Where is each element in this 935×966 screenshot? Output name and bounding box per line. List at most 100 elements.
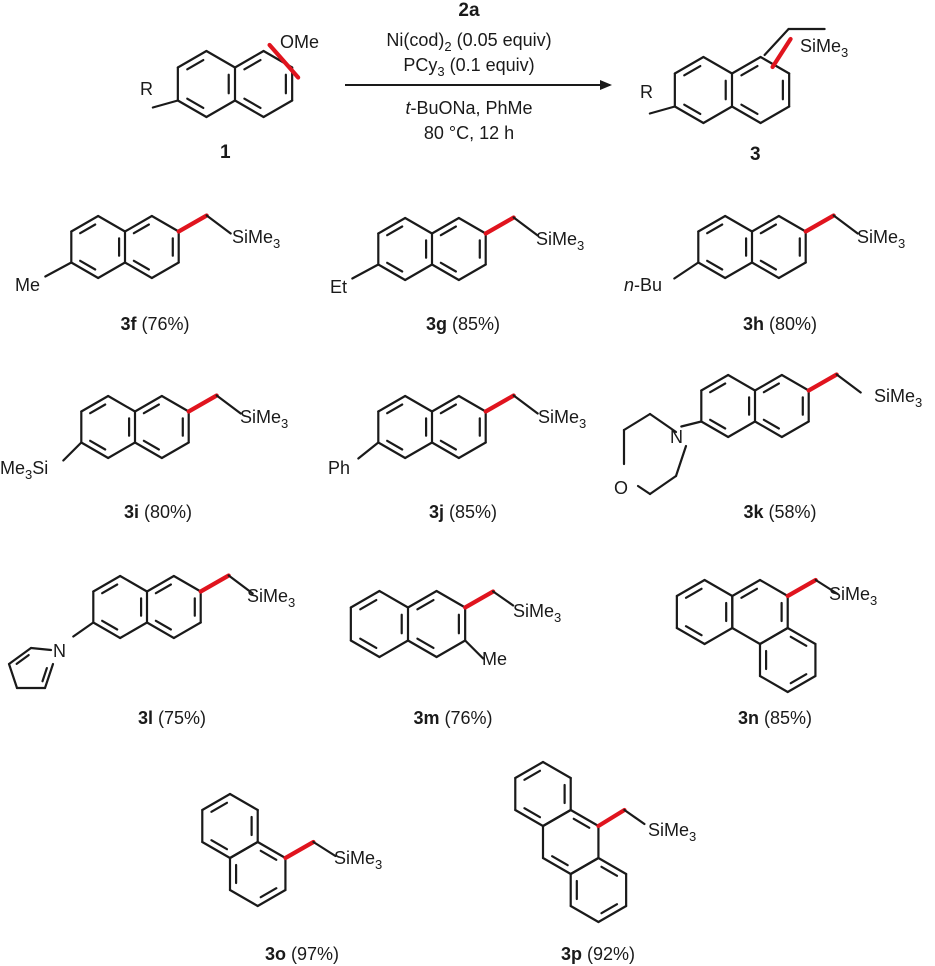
bond bbox=[569, 904, 600, 924]
morpholine-bond bbox=[648, 412, 678, 434]
substituent-bond bbox=[357, 441, 380, 460]
double-bond bbox=[101, 583, 119, 595]
bond bbox=[205, 49, 237, 69]
silyl-group-label: SiMe3 bbox=[536, 229, 584, 253]
pyrrole-bond bbox=[43, 662, 55, 690]
pyrrole-nitrogen-label: N bbox=[53, 641, 66, 661]
substituent-bond bbox=[151, 99, 179, 109]
bond bbox=[201, 792, 232, 812]
bond bbox=[150, 214, 180, 233]
double-bond bbox=[210, 801, 229, 813]
double-bond bbox=[186, 97, 205, 110]
bond bbox=[406, 589, 438, 609]
bond bbox=[145, 621, 175, 640]
caption-3l: 3l (75%) bbox=[138, 708, 206, 728]
bond bbox=[758, 578, 789, 598]
highlight-bond bbox=[483, 393, 516, 414]
bond bbox=[675, 578, 706, 598]
phenyl-label: Ph bbox=[328, 458, 350, 478]
silyl-group-label: SiMe3 bbox=[874, 386, 922, 410]
bond bbox=[457, 263, 487, 282]
bond bbox=[514, 760, 545, 780]
bond bbox=[172, 621, 202, 640]
trimethylsilyl-label: Me3Si bbox=[0, 458, 48, 482]
bond bbox=[160, 394, 190, 413]
product-3: R SiMe3 3 bbox=[640, 27, 848, 165]
bond bbox=[377, 394, 407, 413]
bond bbox=[430, 263, 460, 282]
caption-3p: 3p (92%) bbox=[561, 944, 635, 964]
double-bond bbox=[359, 637, 378, 650]
compound-3p: SiMe3 3p (92%) bbox=[514, 760, 696, 964]
bond bbox=[597, 856, 628, 876]
silyl-group-label: SiMe3 bbox=[232, 227, 280, 251]
substrate-number: 1 bbox=[220, 142, 231, 163]
double-bond bbox=[243, 58, 262, 71]
c-n-bond bbox=[72, 621, 95, 638]
ch2-si-bond bbox=[763, 27, 790, 57]
bond bbox=[597, 904, 628, 924]
double-bond bbox=[709, 418, 727, 430]
double-bond bbox=[439, 439, 458, 451]
bond bbox=[377, 441, 407, 460]
highlight-bond bbox=[283, 839, 316, 861]
caption-3m: 3m (76%) bbox=[413, 708, 492, 728]
double-bond bbox=[759, 259, 778, 271]
bond bbox=[750, 261, 780, 280]
bond bbox=[404, 394, 434, 413]
bond bbox=[697, 214, 727, 233]
bond bbox=[256, 888, 287, 908]
bond bbox=[753, 420, 783, 439]
bond bbox=[262, 99, 294, 119]
bond bbox=[97, 261, 127, 280]
bond bbox=[514, 808, 545, 828]
bond bbox=[377, 216, 407, 235]
morpholine-bond bbox=[648, 474, 678, 496]
methyl-label: Me bbox=[15, 275, 40, 295]
caption-3n: 3n (85%) bbox=[738, 708, 812, 728]
bond bbox=[404, 441, 434, 460]
caption-3f: 3f (76%) bbox=[120, 314, 189, 334]
compound-3g: Et SiMe3 3g (85%) bbox=[330, 215, 584, 334]
highlight-bond bbox=[785, 577, 818, 599]
compound-3n: SiMe3 3n (85%) bbox=[675, 577, 877, 728]
condition-base-solvent: t-BuONa, PhMe bbox=[405, 98, 532, 118]
bond bbox=[123, 261, 153, 280]
double-bond bbox=[551, 855, 569, 867]
double-bond bbox=[683, 64, 702, 77]
ch2-si-bond bbox=[832, 214, 859, 235]
bond bbox=[703, 578, 734, 598]
bond bbox=[430, 216, 460, 235]
caption-3j: 3j (85%) bbox=[429, 502, 497, 522]
bond bbox=[786, 674, 817, 694]
double-bond bbox=[439, 225, 458, 237]
double-bond bbox=[600, 865, 619, 877]
morpholine-bond bbox=[674, 444, 688, 478]
reaction-arrow-block: 2a Ni(cod)2 (0.05 equiv) PCy3 (0.1 equiv… bbox=[345, 0, 612, 143]
double-bond bbox=[210, 839, 229, 851]
morpholine-nitrogen-label: N bbox=[670, 427, 683, 447]
ch2-si-bond bbox=[814, 578, 839, 596]
bond bbox=[349, 639, 381, 659]
bond bbox=[145, 574, 175, 593]
ch2-si-bond bbox=[205, 214, 232, 235]
bond bbox=[233, 99, 265, 119]
bond bbox=[435, 639, 467, 659]
double-bond bbox=[416, 598, 435, 611]
silyl-group-label: SiMe3 bbox=[800, 36, 848, 60]
bond bbox=[457, 441, 487, 460]
caption-3h: 3h (80%) bbox=[743, 314, 817, 334]
compound-3j: Ph SiMe3 3j (85%) bbox=[328, 393, 586, 522]
highlight-bond bbox=[176, 213, 209, 234]
bond bbox=[378, 589, 410, 609]
bond bbox=[97, 214, 127, 233]
silyl-group-label: SiMe3 bbox=[247, 586, 295, 610]
double-bond bbox=[386, 403, 404, 415]
bond bbox=[753, 373, 783, 392]
double-bond bbox=[101, 619, 119, 631]
double-bond bbox=[259, 887, 278, 899]
ch2-si-bond bbox=[512, 216, 539, 237]
bond bbox=[780, 373, 810, 392]
bond bbox=[700, 373, 730, 392]
